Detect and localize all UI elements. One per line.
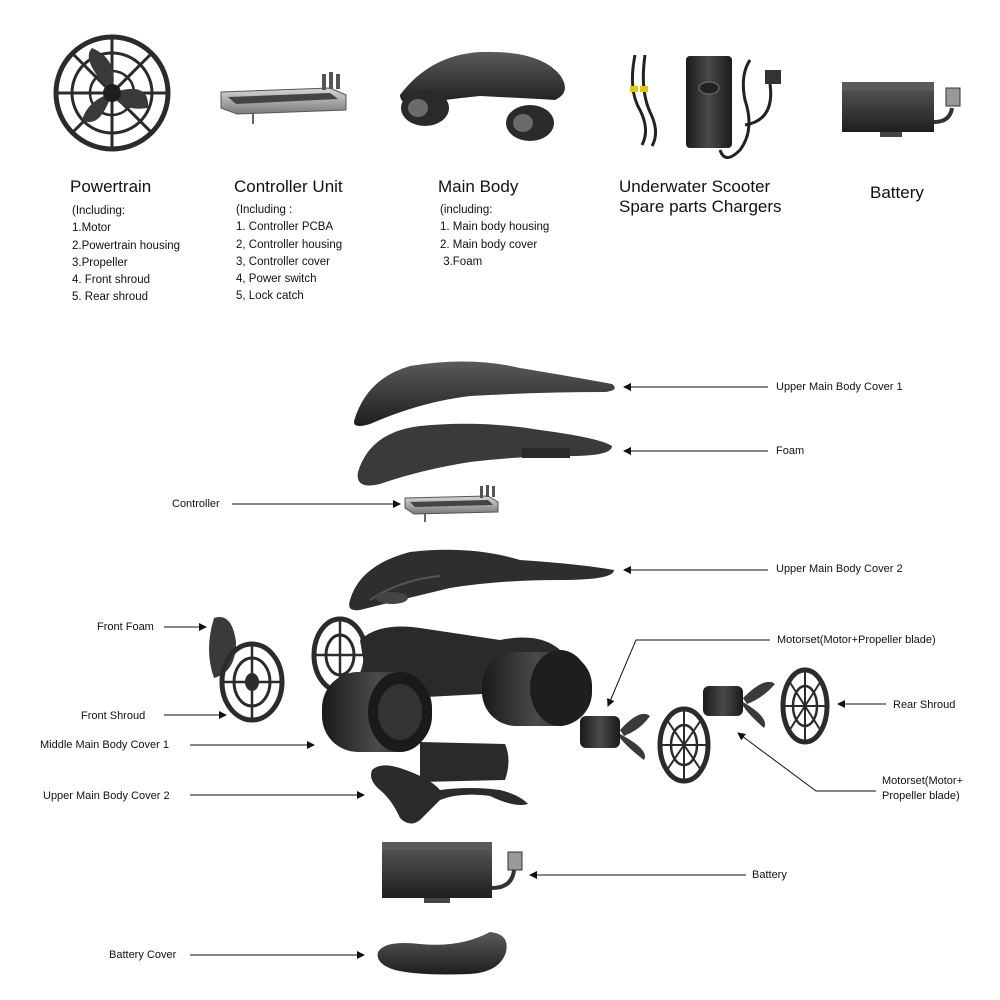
callout-rear-shroud: Rear Shroud xyxy=(893,699,956,711)
category-list-powertrain: (Including: 1.Motor 2.Powertrain housing… xyxy=(72,203,180,307)
list-item: 1. Controller PCBA xyxy=(236,221,334,234)
category-title-chargers: Underwater Scooter Spare parts Chargers xyxy=(619,177,782,217)
controller-unit-thumbnail xyxy=(220,72,347,124)
callout-battery-cover: Battery Cover xyxy=(109,949,177,961)
list-item: 2, Controller housing xyxy=(236,238,343,251)
list-item: 3.Propeller xyxy=(72,256,128,269)
rear-shroud-1-part xyxy=(657,706,711,784)
front-shroud-part xyxy=(219,641,285,723)
battery-thumbnail xyxy=(842,82,961,137)
list-item: (Including: xyxy=(72,205,126,217)
list-item: 4. Front shroud xyxy=(72,274,150,287)
chargers-title-line-2: Spare parts Chargers xyxy=(619,197,782,216)
callout-controller: Controller xyxy=(172,498,220,510)
upper-main-body-cover-2-part xyxy=(349,549,614,611)
category-title-main-body: Main Body xyxy=(438,177,519,196)
battery-cover-part xyxy=(377,932,507,975)
callout-upper-main-body-cover-2-left: Upper Main Body Cover 2 xyxy=(43,790,170,802)
powertrain-thumbnail xyxy=(53,34,171,152)
front-foam-part xyxy=(209,617,236,678)
lower-body-bracket-part xyxy=(371,765,528,824)
callout-battery: Battery xyxy=(752,869,787,881)
main-body-thumbnail xyxy=(400,51,565,141)
list-item: 2.Powertrain housing xyxy=(72,239,181,252)
rear-shroud-2-part xyxy=(780,667,830,745)
motorset-bottom-line-1: Motorset(Motor+ xyxy=(882,775,963,787)
list-item: (including: xyxy=(440,204,493,216)
callout-foam: Foam xyxy=(776,445,805,457)
callout-front-foam: Front Foam xyxy=(97,621,154,633)
chargers-title-line-1: Underwater Scooter xyxy=(619,177,771,196)
callout-motorset-top: Motorset(Motor+Propeller blade) xyxy=(777,634,936,646)
list-item: 3.Foam xyxy=(440,255,483,268)
middle-main-body-part xyxy=(322,626,592,782)
category-title-battery: Battery xyxy=(870,183,924,202)
category-list-main-body: (including: 1. Main body housing 2. Main… xyxy=(440,202,549,271)
list-item: 3, Controller cover xyxy=(236,255,330,268)
category-list-controller-unit: (Including : 1. Controller PCBA 2, Contr… xyxy=(236,202,342,306)
category-title-powertrain: Powertrain xyxy=(70,177,152,196)
category-title-controller-unit: Controller Unit xyxy=(234,177,343,196)
callout-middle-main-body-cover-1: Middle Main Body Cover 1 xyxy=(40,739,170,751)
callout-upper-main-body-cover-2-right: Upper Main Body Cover 2 xyxy=(776,563,903,575)
list-item: (Including : xyxy=(236,204,293,216)
list-item: 1. Main body housing xyxy=(440,221,550,234)
foam-part xyxy=(357,423,612,486)
chargers-thumbnail xyxy=(630,54,781,159)
motorset-1-part xyxy=(580,713,650,760)
motorset-2-part xyxy=(703,681,775,728)
callout-front-shroud: Front Shroud xyxy=(81,710,146,722)
list-item: 2. Main body cover xyxy=(440,238,538,251)
list-item: 5, Lock catch xyxy=(236,290,304,303)
callout-motorset-bottom: Motorset(Motor+ Propeller blade) xyxy=(882,774,963,804)
list-item: 4, Power switch xyxy=(236,273,317,286)
list-item: 1.Motor xyxy=(72,222,111,235)
upper-main-body-cover-1-part xyxy=(354,361,615,426)
battery-part xyxy=(382,842,523,903)
callout-upper-main-body-cover-1: Upper Main Body Cover 1 xyxy=(776,381,903,393)
list-item: 5. Rear shroud xyxy=(72,291,149,304)
leader-lines xyxy=(164,383,886,959)
motorset-bottom-line-2: Propeller blade) xyxy=(882,790,960,802)
controller-part xyxy=(404,485,499,522)
